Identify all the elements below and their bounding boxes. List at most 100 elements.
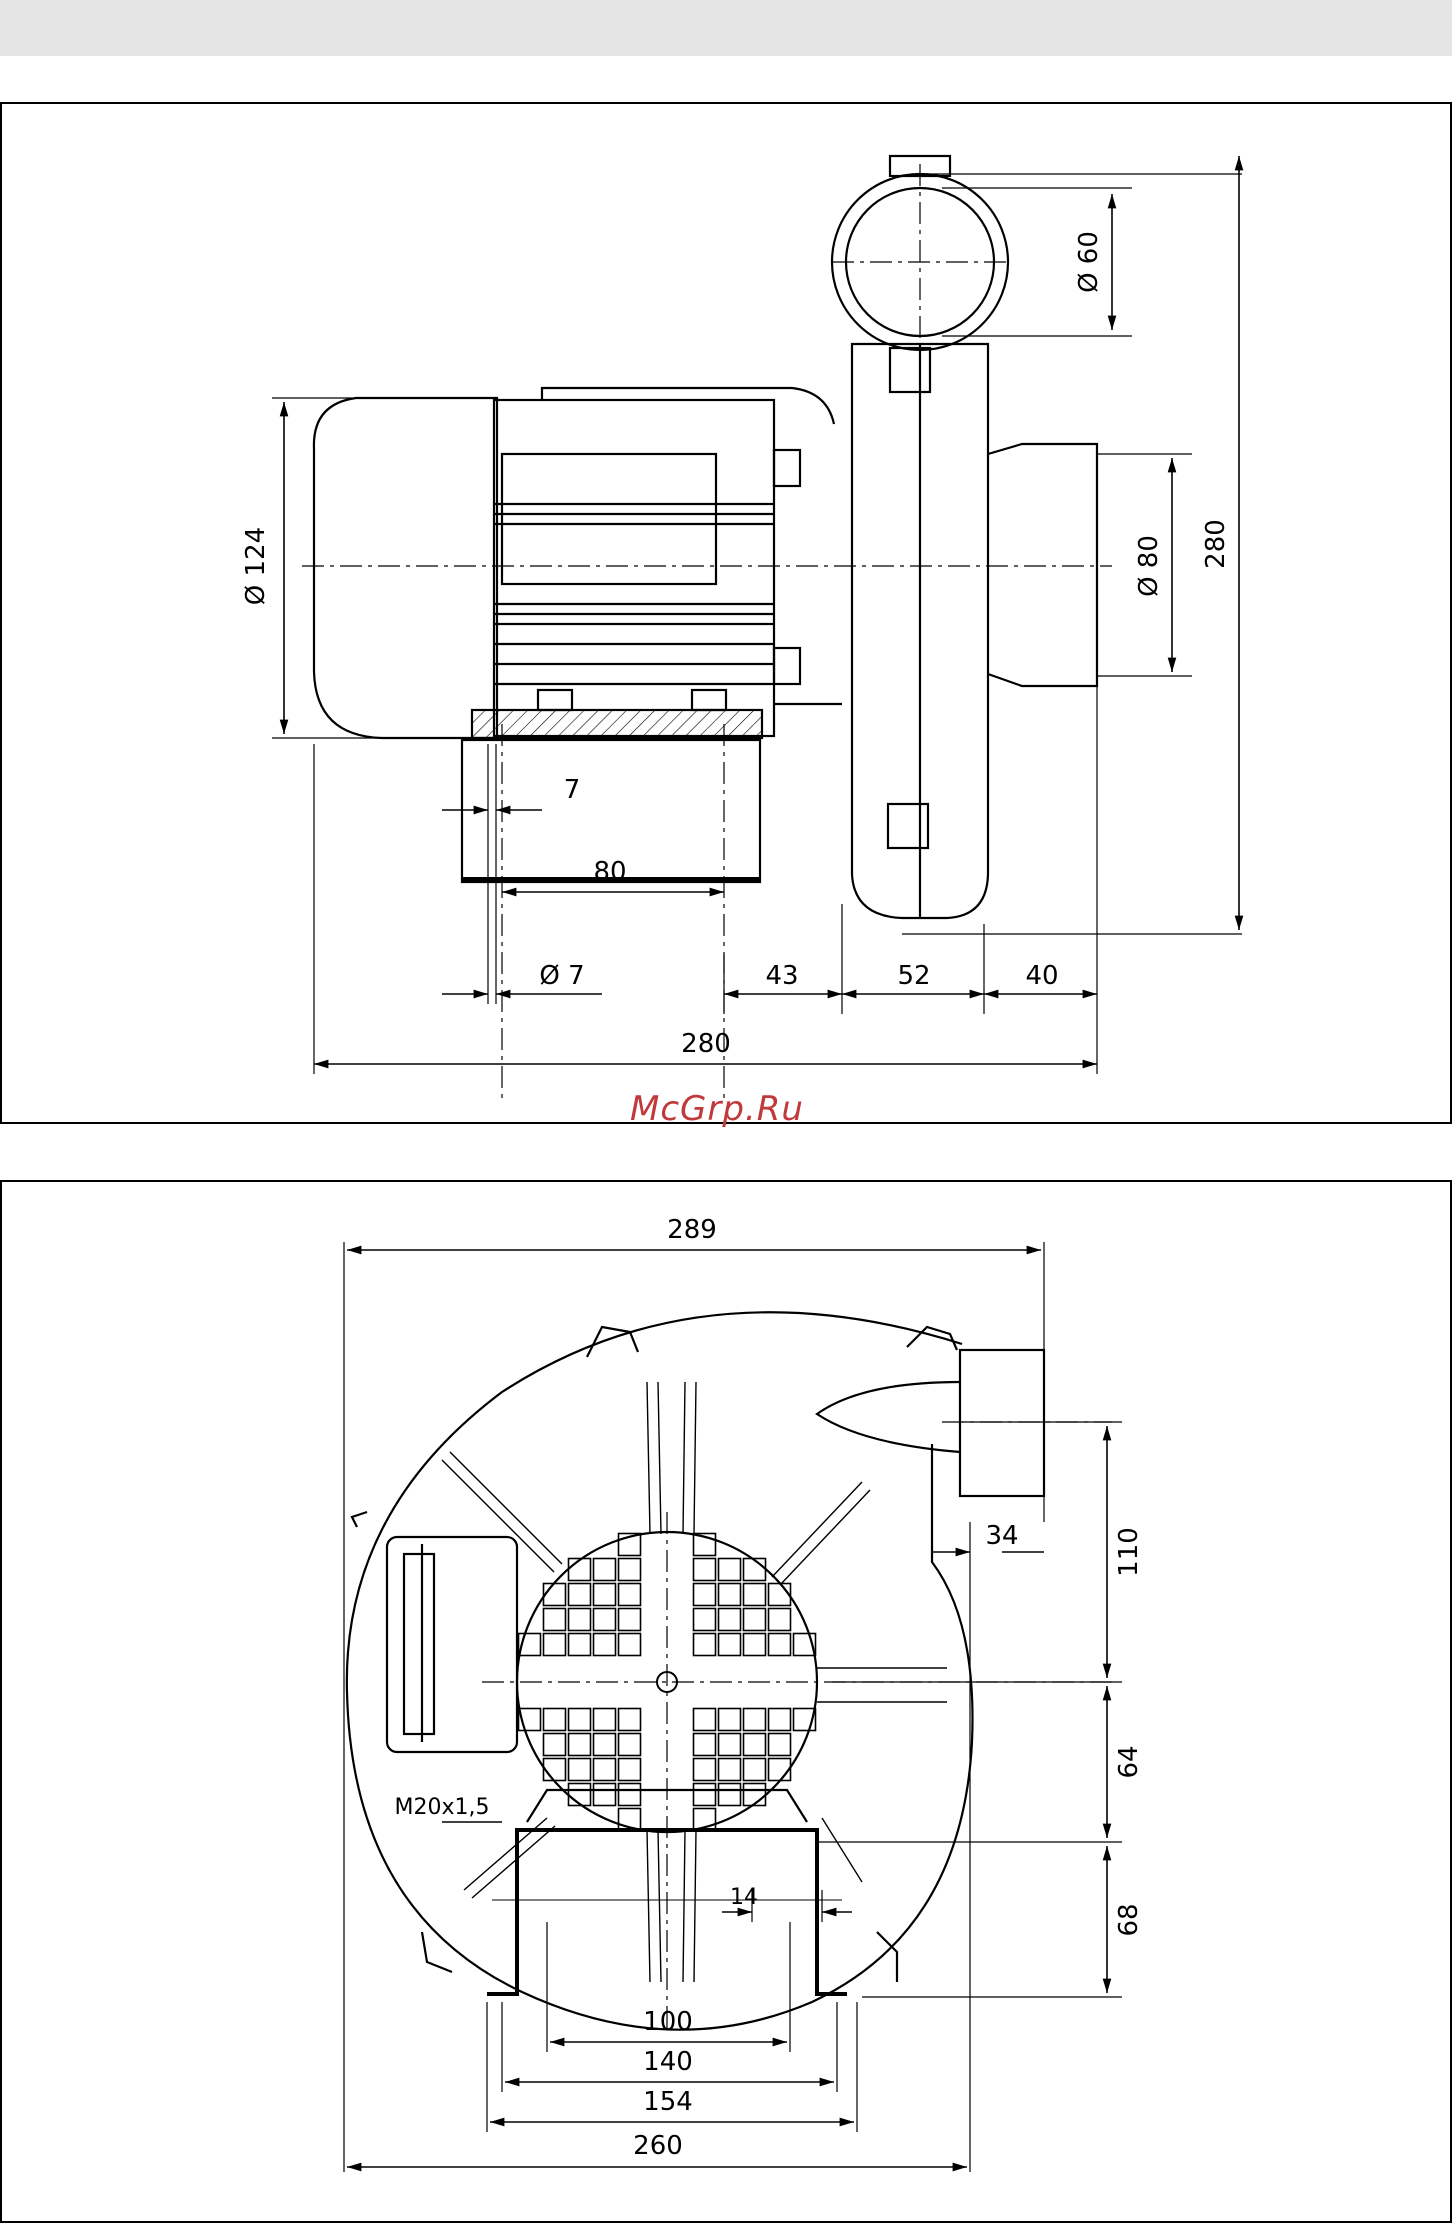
front-view-drawing: 289 34 110 64 68 M20x1,5 14 100 140 154 …: [2, 1182, 1450, 2221]
label-dia-124: Ø 124: [241, 527, 271, 605]
label-34: 34: [985, 1521, 1018, 1551]
grille-slot: [544, 1609, 566, 1631]
grille-slot: [744, 1759, 766, 1781]
label-14: 14: [730, 1885, 758, 1910]
grille-slot: [619, 1759, 641, 1781]
grille-slot: [569, 1784, 591, 1806]
lug-bottom-left: [422, 1932, 452, 1972]
grille-slot: [569, 1734, 591, 1756]
grille-slot: [569, 1559, 591, 1581]
grille-slot: [544, 1734, 566, 1756]
grille-slot: [719, 1559, 741, 1581]
label-dia-80: Ø 80: [1134, 535, 1164, 597]
label-40: 40: [1025, 961, 1058, 991]
label-hole-7: 7: [564, 775, 581, 805]
label-289: 289: [667, 1215, 717, 1245]
watermark: McGrp.Ru: [630, 1089, 804, 1129]
grille-slot: [719, 1734, 741, 1756]
label-68: 68: [1114, 1903, 1144, 1936]
grille-slot: [769, 1734, 791, 1756]
grille-slot: [769, 1709, 791, 1731]
top-toolbar-band: [0, 0, 1452, 56]
label-154: 154: [643, 2087, 693, 2117]
outlet-cone: [817, 1382, 960, 1452]
grille-slot: [594, 1559, 616, 1581]
grille-slot: [719, 1709, 741, 1731]
grille-slot: [619, 1559, 641, 1581]
front-view-frame: 289 34 110 64 68 M20x1,5 14 100 140 154 …: [0, 1180, 1452, 2223]
grille-slot: [719, 1759, 741, 1781]
lug-left: [352, 1512, 367, 1527]
grille-slot: [694, 1709, 716, 1731]
label-100: 100: [643, 2007, 693, 2037]
terminal-housing: [387, 1537, 517, 1752]
label-length-280: 280: [681, 1029, 731, 1059]
grille-slot: [719, 1784, 741, 1806]
grille-slot: [544, 1584, 566, 1606]
grille-slot: [594, 1634, 616, 1656]
grille-slot: [594, 1759, 616, 1781]
grille-slot: [694, 1634, 716, 1656]
grille-slot: [744, 1784, 766, 1806]
grille-slot: [694, 1784, 716, 1806]
grille-slot: [619, 1584, 641, 1606]
grille-slot: [694, 1559, 716, 1581]
grille-slot: [619, 1784, 641, 1806]
grille-slot: [594, 1709, 616, 1731]
grille-slot: [769, 1609, 791, 1631]
grille-slot: [744, 1584, 766, 1606]
label-hole-dia-7: Ø 7: [539, 961, 584, 991]
grille-slot: [544, 1709, 566, 1731]
inlet-nozzle: [988, 444, 1097, 686]
grille-slot: [594, 1584, 616, 1606]
side-view-drawing: Ø 124 Ø 60 Ø 80 280 7 80 Ø 7 43 52 40 28…: [2, 104, 1450, 1122]
label-64: 64: [1114, 1745, 1144, 1778]
grille-slot: [769, 1759, 791, 1781]
label-260: 260: [633, 2131, 683, 2161]
label-110: 110: [1114, 1527, 1144, 1577]
grille-slot: [719, 1609, 741, 1631]
grille-slot: [594, 1734, 616, 1756]
side-view-frame: Ø 124 Ø 60 Ø 80 280 7 80 Ø 7 43 52 40 28…: [0, 102, 1452, 1124]
grille-slot: [569, 1759, 591, 1781]
grille-slot: [594, 1784, 616, 1806]
lug-top-left: [587, 1327, 638, 1357]
grille-slot: [694, 1584, 716, 1606]
grille-slot: [619, 1634, 641, 1656]
grille-slot: [744, 1559, 766, 1581]
grille-slot: [619, 1734, 641, 1756]
label-thread: M20x1,5: [395, 1795, 490, 1820]
outlet-pipe: [960, 1350, 1044, 1496]
grille-slot: [744, 1734, 766, 1756]
grille-slot: [769, 1634, 791, 1656]
label-140: 140: [643, 2047, 693, 2077]
grille-slot: [694, 1609, 716, 1631]
motor-body: [494, 400, 774, 736]
grille-slot: [569, 1709, 591, 1731]
grille-slot: [594, 1609, 616, 1631]
grille-slot: [744, 1609, 766, 1631]
grille-slot: [694, 1734, 716, 1756]
grille-slot: [569, 1609, 591, 1631]
grille-slot: [694, 1759, 716, 1781]
grille-slot: [569, 1584, 591, 1606]
label-spacing-80: 80: [593, 857, 626, 887]
grille-slot: [544, 1634, 566, 1656]
base-plate: [472, 710, 762, 738]
grille-slot: [569, 1634, 591, 1656]
motor-end-cap: [314, 398, 497, 738]
label-43: 43: [765, 961, 798, 991]
grille-slot: [719, 1584, 741, 1606]
label-dia-60: Ø 60: [1074, 231, 1104, 293]
label-height-280: 280: [1201, 519, 1231, 569]
terminal-cover: [404, 1554, 434, 1734]
terminal-box: [502, 454, 716, 584]
grille-slot: [744, 1634, 766, 1656]
grille-slot: [619, 1709, 641, 1731]
grille-slot: [544, 1759, 566, 1781]
grille-slot: [744, 1709, 766, 1731]
label-52: 52: [897, 961, 930, 991]
grille-slot: [719, 1634, 741, 1656]
grille-slot: [619, 1609, 641, 1631]
grille-slot: [769, 1584, 791, 1606]
